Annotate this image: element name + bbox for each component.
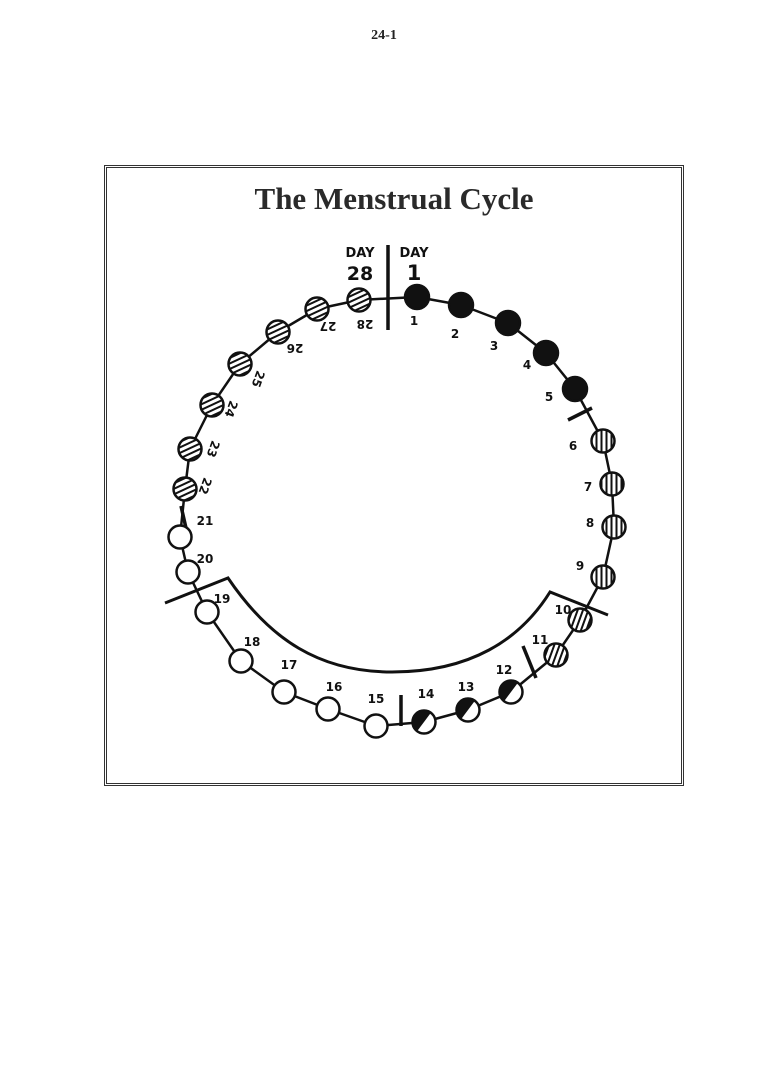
figure-frame bbox=[104, 165, 684, 786]
day-label: 8 bbox=[586, 516, 594, 530]
day-bead-27: 27 bbox=[304, 296, 337, 333]
day-circle bbox=[271, 679, 297, 705]
day-circle bbox=[532, 339, 560, 367]
day-circle bbox=[599, 471, 625, 497]
day-bead-11: 11 bbox=[532, 633, 569, 668]
day-label: 14 bbox=[418, 687, 435, 701]
half-fill bbox=[456, 698, 475, 720]
day-label: 10 bbox=[555, 603, 572, 617]
day-bead-7: 7 bbox=[584, 471, 625, 497]
day-1-marker-number: 1 bbox=[407, 261, 422, 285]
day-label: 15 bbox=[368, 692, 385, 706]
day-label: 7 bbox=[584, 480, 592, 494]
day-circle bbox=[194, 599, 220, 625]
day-circle bbox=[199, 392, 225, 418]
day-1-marker-word: DAY bbox=[399, 246, 429, 261]
day-label: 26 bbox=[287, 341, 304, 355]
day-bead-23: 23 bbox=[177, 436, 223, 462]
day-circle bbox=[561, 375, 589, 403]
day-bead-19: 19 bbox=[194, 592, 231, 625]
phase-dividers bbox=[179, 245, 593, 726]
day-label: 28 bbox=[357, 317, 374, 331]
day-bead-25: 25 bbox=[227, 351, 268, 389]
day-bead-1: 1 bbox=[403, 283, 431, 328]
day-bead-14: 14 bbox=[411, 687, 437, 735]
day-circle bbox=[315, 696, 341, 722]
day-label: 20 bbox=[197, 552, 214, 566]
day-circle bbox=[167, 524, 193, 550]
day-circle bbox=[177, 436, 203, 462]
day-label: 3 bbox=[490, 339, 498, 353]
day-bead-8: 8 bbox=[586, 514, 627, 540]
day-bead-9: 9 bbox=[576, 559, 616, 590]
day-label: 23 bbox=[204, 439, 223, 459]
day-circle bbox=[543, 642, 569, 668]
day-1-marker: DAY 1 bbox=[399, 246, 429, 285]
day-circle bbox=[346, 287, 372, 313]
day-circle bbox=[567, 607, 593, 633]
day-bead-22: 22 bbox=[172, 476, 215, 502]
day-bead-6: 6 bbox=[569, 428, 616, 454]
day-bead-17: 17 bbox=[271, 658, 298, 705]
day-label: 16 bbox=[326, 680, 343, 694]
day-label: 25 bbox=[249, 369, 268, 389]
day-label: 5 bbox=[545, 390, 553, 404]
day-circle bbox=[228, 648, 254, 674]
page-number: 24-1 bbox=[371, 28, 397, 43]
day-label: 21 bbox=[197, 514, 214, 528]
day-circle bbox=[265, 319, 291, 345]
fertile-window-arc bbox=[164, 576, 609, 674]
day-circle bbox=[363, 713, 389, 739]
day-label: 19 bbox=[214, 592, 231, 606]
day-circle bbox=[175, 559, 201, 585]
day-bead-5: 5 bbox=[545, 375, 589, 404]
page-title: The Menstrual Cycle bbox=[254, 181, 534, 216]
day-label: 1 bbox=[410, 314, 418, 328]
day-label: 13 bbox=[458, 680, 475, 694]
day-label: 12 bbox=[496, 663, 513, 677]
day-label: 27 bbox=[320, 319, 337, 333]
day-circle bbox=[590, 428, 616, 454]
day-bead-24: 24 bbox=[199, 392, 241, 419]
day-28-marker-number: 28 bbox=[347, 263, 373, 285]
day-circle bbox=[494, 309, 522, 337]
day-28-marker: DAY 28 bbox=[345, 246, 375, 285]
day-bead-18: 18 bbox=[228, 635, 261, 674]
day-bead-4: 4 bbox=[523, 339, 560, 372]
day-bead-16: 16 bbox=[315, 680, 343, 722]
day-circle bbox=[403, 283, 431, 311]
day-bead-26: 26 bbox=[265, 319, 304, 355]
day-bead-21: 21 bbox=[167, 514, 214, 550]
day-bead-2: 2 bbox=[447, 291, 475, 341]
day-bead-13: 13 bbox=[455, 680, 481, 723]
day-circle bbox=[172, 476, 198, 502]
day-label: 4 bbox=[523, 358, 531, 372]
day-label: 9 bbox=[576, 559, 584, 573]
day-circle bbox=[447, 291, 475, 319]
day-bead-15: 15 bbox=[363, 692, 389, 739]
half-fill bbox=[499, 680, 518, 702]
day-bead-10: 10 bbox=[555, 603, 593, 633]
day-circle bbox=[590, 564, 616, 590]
day-bead-28: 28 bbox=[346, 287, 374, 331]
day-28-marker-word: DAY bbox=[345, 246, 375, 261]
day-bead-12: 12 bbox=[496, 663, 524, 705]
day-circle bbox=[601, 514, 627, 540]
day-bead-3: 3 bbox=[490, 309, 522, 353]
day-label: 11 bbox=[532, 633, 549, 647]
day-label: 22 bbox=[196, 476, 215, 496]
day-label: 24 bbox=[222, 399, 241, 419]
day-label: 6 bbox=[569, 439, 577, 453]
day-label: 2 bbox=[451, 327, 459, 341]
day-circle bbox=[304, 296, 330, 322]
half-fill bbox=[412, 710, 431, 732]
day-label: 18 bbox=[244, 635, 261, 649]
day-circle bbox=[227, 351, 253, 377]
day-bead-20: 20 bbox=[175, 552, 214, 585]
day-label: 17 bbox=[281, 658, 298, 672]
